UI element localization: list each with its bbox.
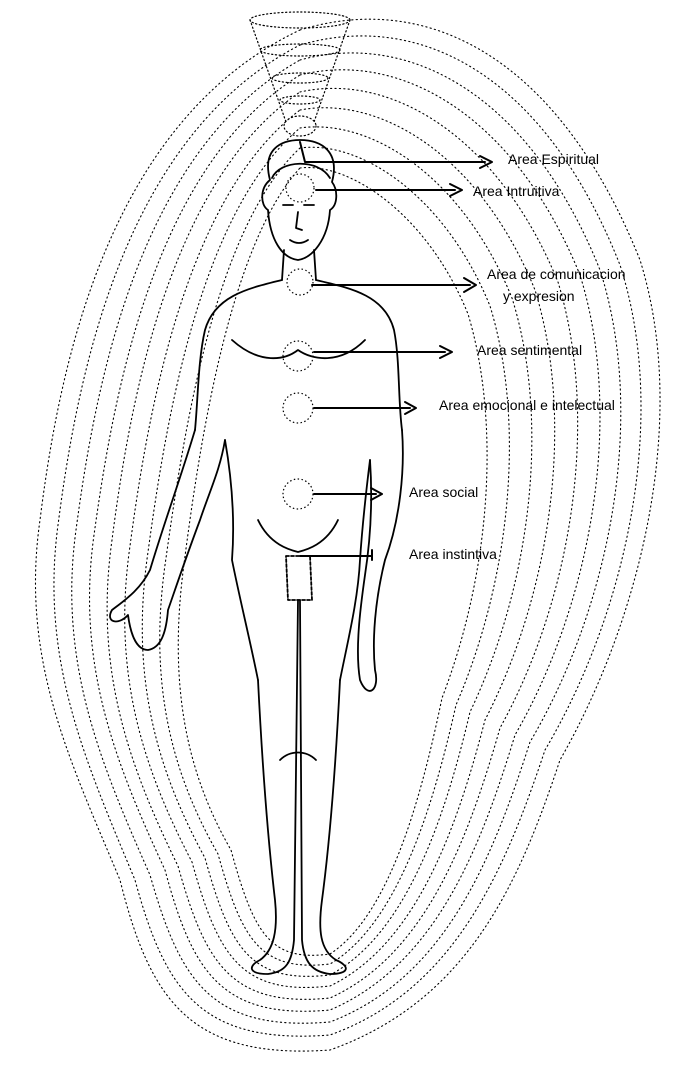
label-area-social: Area social <box>409 484 478 501</box>
label-area-intuitiva: Area Intruitiva <box>473 183 559 200</box>
arrow-espiritual <box>300 142 485 162</box>
label-area-sentimental: Area sentimental <box>477 342 582 359</box>
label-area-espiritual: Area Espiritual <box>508 151 599 168</box>
label-area-emocional: Area emocional e intelectual <box>439 397 615 414</box>
chakra-emocional <box>283 393 313 423</box>
aura-contours <box>35 19 660 1051</box>
label-area-comunicacion-line1: Area de comunicacion <box>487 266 626 283</box>
chakra-social <box>283 479 313 509</box>
chakra-intuitiva <box>286 174 314 202</box>
label-area-instintiva: Area instintiva <box>409 546 497 563</box>
chakra-circles <box>283 174 314 509</box>
chakra-comunicacion <box>287 269 313 295</box>
label-area-comunicacion-line2: y expresion <box>503 288 575 305</box>
